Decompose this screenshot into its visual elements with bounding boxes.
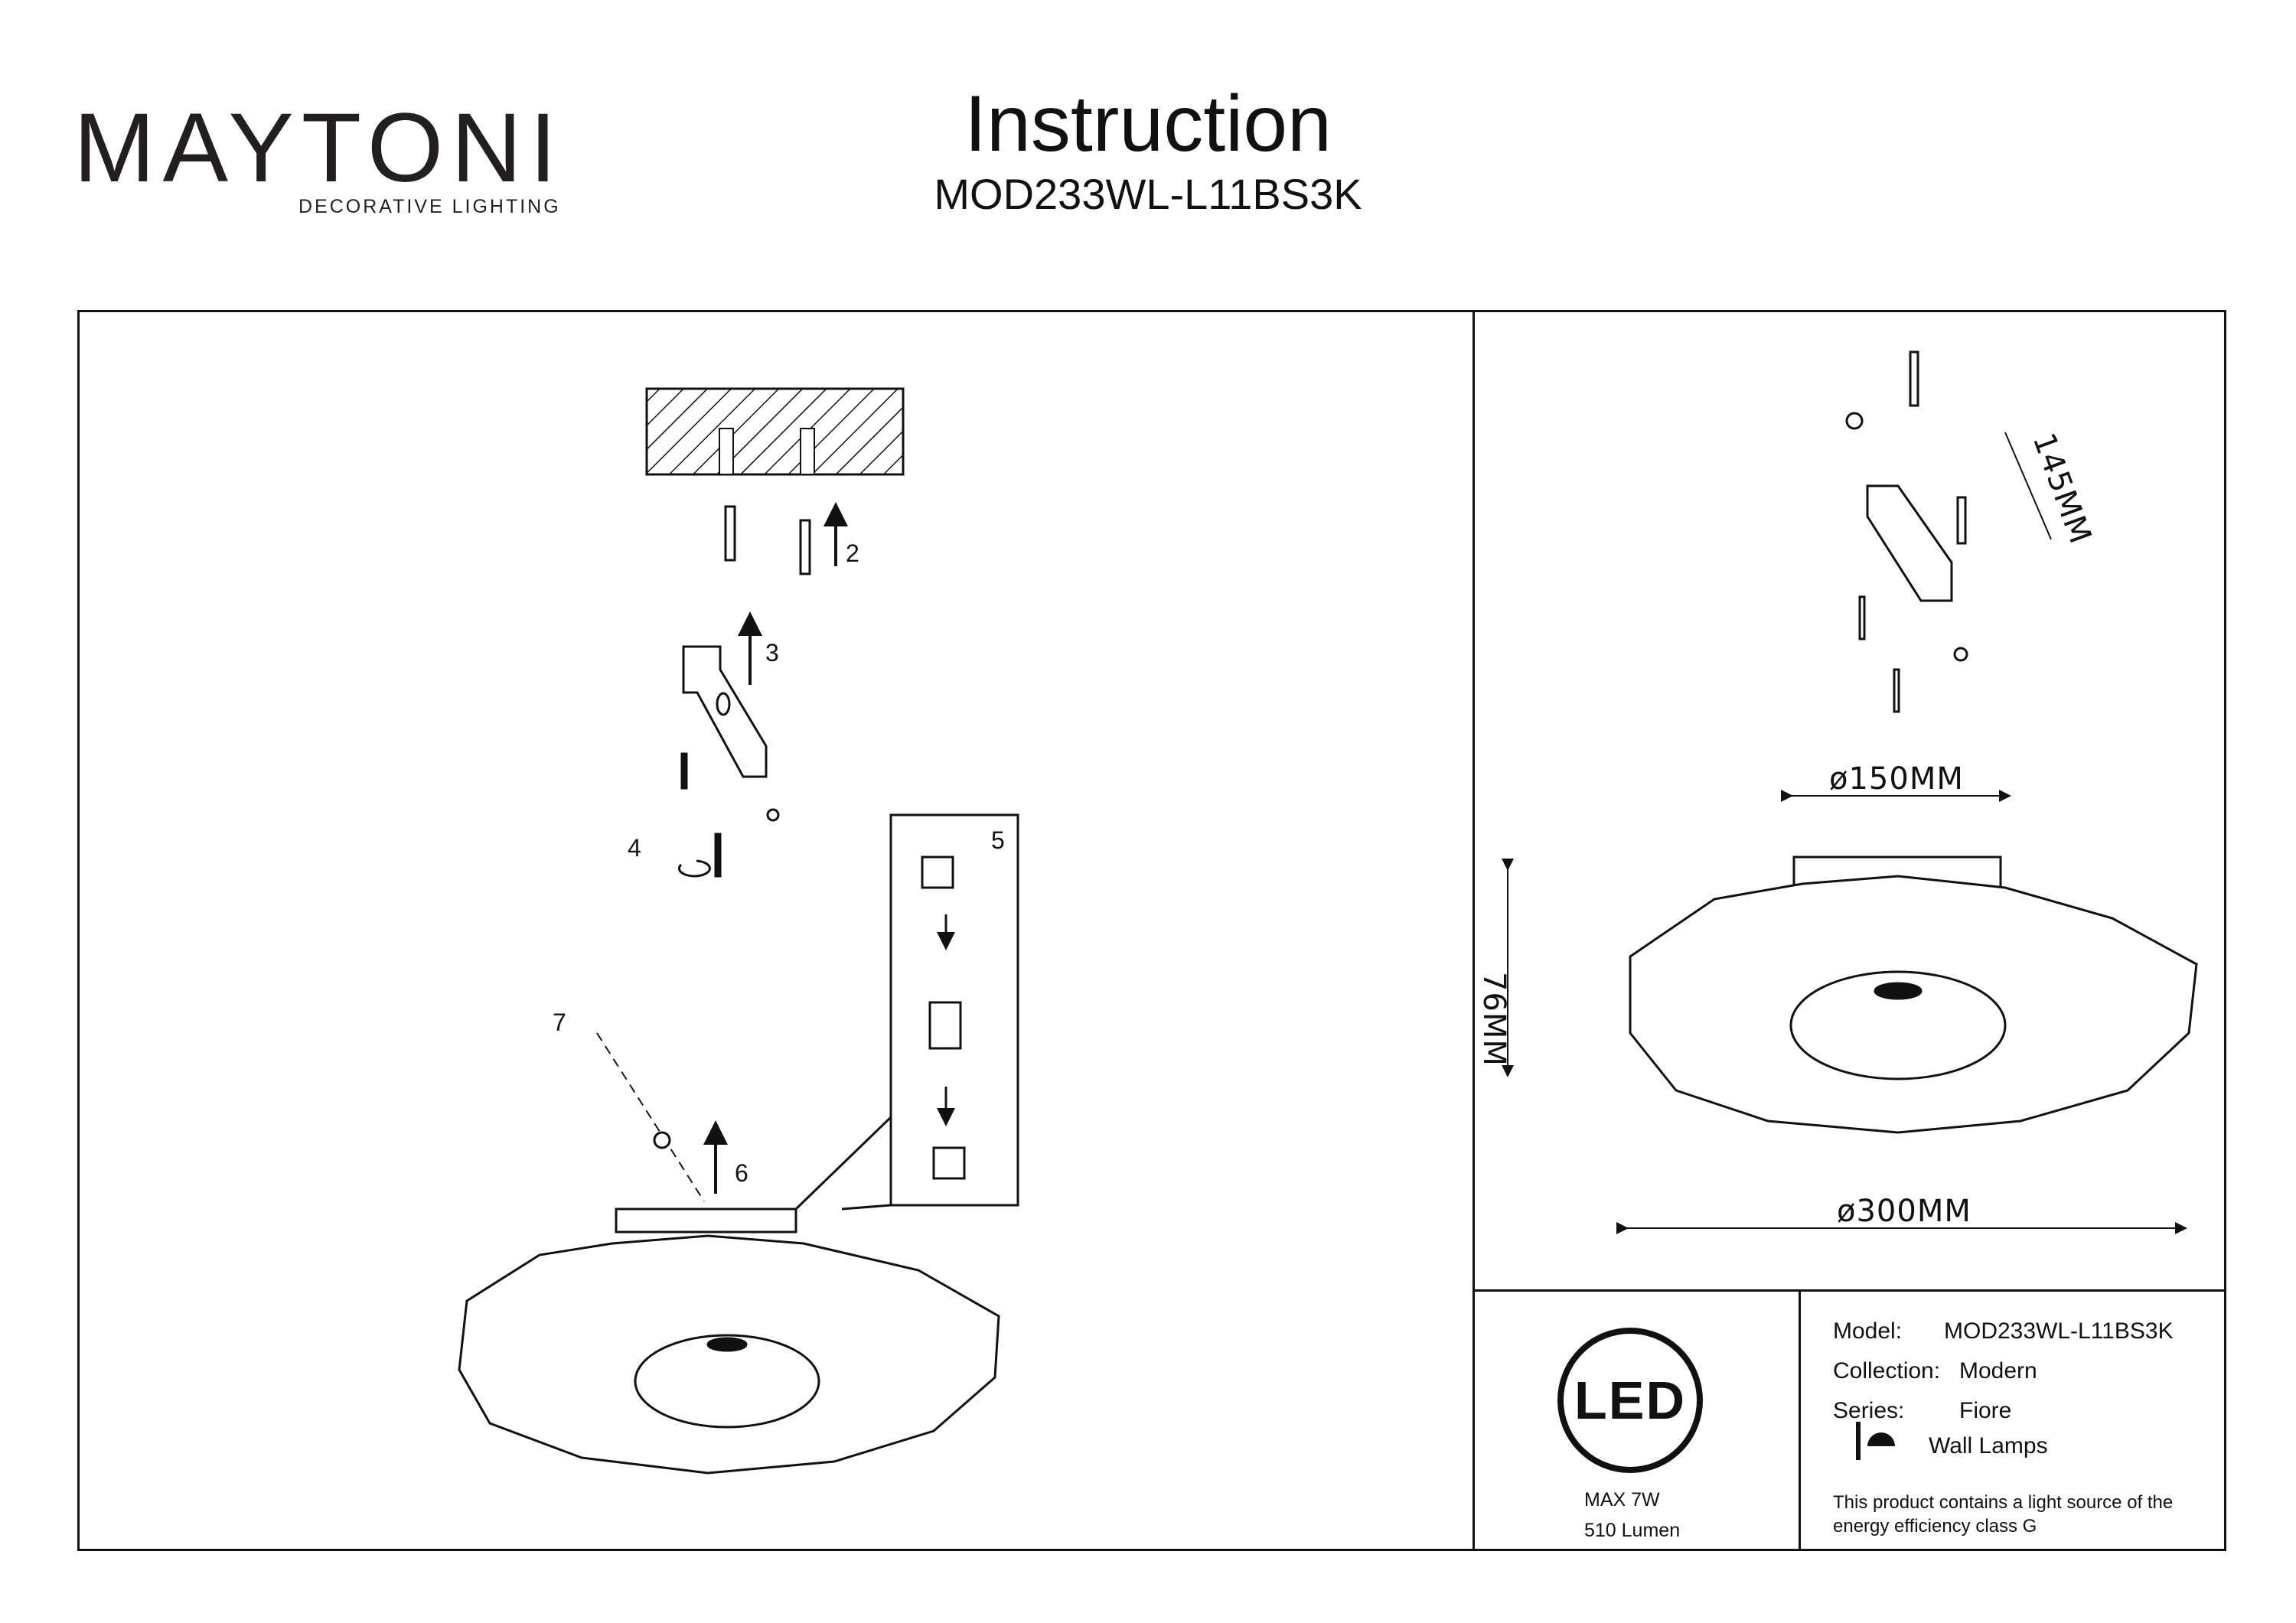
mount-detail bbox=[1845, 350, 2052, 713]
step-3-label: 3 bbox=[765, 639, 779, 666]
height-dimension: 76MM bbox=[1476, 972, 1512, 1067]
step-6-label: 6 bbox=[735, 1159, 748, 1187]
step-7-label: 7 bbox=[553, 1009, 566, 1036]
bracket-icon bbox=[682, 645, 768, 778]
wall-hatch bbox=[645, 387, 905, 476]
energy-note-2: energy efficiency class G bbox=[1833, 1516, 2037, 1537]
connector-icon bbox=[794, 813, 1019, 1211]
model-label: Model: bbox=[1833, 1318, 1903, 1344]
led-power: MAX 7W bbox=[1584, 1489, 1660, 1511]
wall-lamp-icon bbox=[1856, 1422, 1895, 1460]
step-4-label: 4 bbox=[628, 834, 641, 862]
collection-label: Collection: bbox=[1833, 1358, 1941, 1383]
info-divider bbox=[1473, 1289, 2226, 1292]
series-value: Fiore bbox=[1959, 1398, 2012, 1423]
led-lumen: 510 Lumen bbox=[1584, 1520, 1681, 1541]
lamp-dimension-view bbox=[1502, 790, 2198, 1234]
panel-divider bbox=[1473, 310, 1475, 1551]
screw-icon bbox=[680, 752, 780, 878]
page-title: Instruction bbox=[964, 80, 1332, 168]
collection-value: Modern bbox=[1959, 1358, 2037, 1383]
led-badge: LED bbox=[1557, 1328, 1703, 1473]
shade-dimension: ø300MM bbox=[1837, 1194, 1971, 1229]
screw-path bbox=[596, 1032, 705, 1202]
energy-note-1: This product contains a light source of … bbox=[1833, 1492, 2174, 1513]
info-divider-vertical bbox=[1799, 1289, 1801, 1551]
rotate-icon bbox=[677, 859, 711, 878]
model-heading: MOD233WL-L11BS3K bbox=[934, 170, 1362, 218]
led-text: LED bbox=[1574, 1370, 1686, 1430]
step-5-label: 5 bbox=[991, 826, 1005, 854]
type-value: Wall Lamps bbox=[1929, 1433, 2048, 1458]
lamp-illustration bbox=[458, 1207, 1000, 1475]
brand-tagline: DECORATIVE LIGHTING bbox=[298, 196, 561, 217]
backplate-dimension: ø150MM bbox=[1829, 761, 1964, 797]
wall-plug-icon bbox=[724, 505, 811, 575]
brand-logo: MAYTONI bbox=[73, 93, 565, 203]
step-2-label: 2 bbox=[846, 539, 859, 567]
series-label: Series: bbox=[1833, 1398, 1905, 1423]
screw-icon bbox=[653, 1131, 671, 1149]
model-value: MOD233WL-L11BS3K bbox=[1944, 1318, 2174, 1344]
instruction-frame bbox=[77, 310, 2226, 1551]
